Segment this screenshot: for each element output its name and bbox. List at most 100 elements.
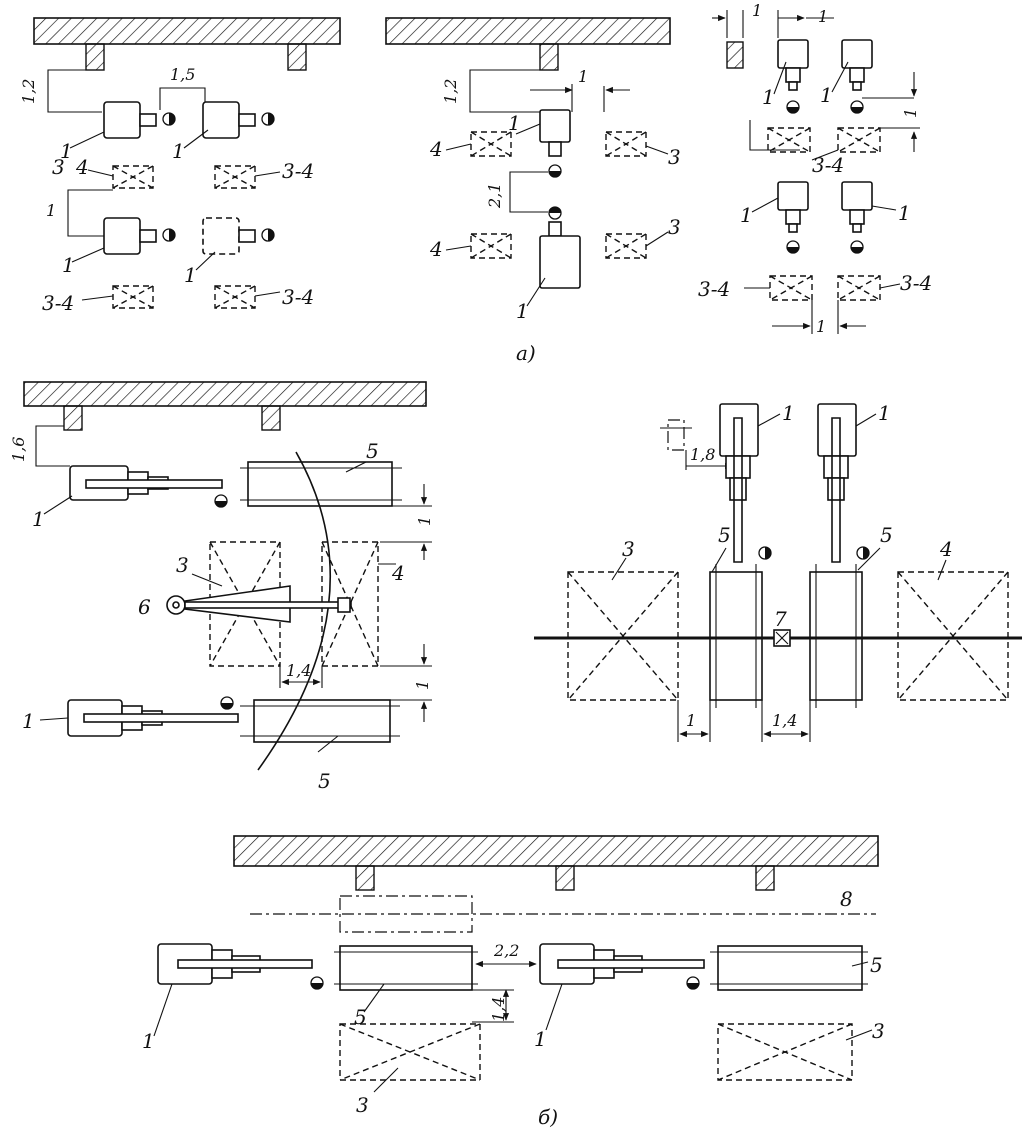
fire-table-label: 3-4 [282,159,314,183]
dim-2-1: 2,1 [485,183,504,209]
machine-label: 1 [740,203,753,227]
part-marker-icon [786,240,800,254]
part-marker-icon [548,206,562,220]
pallet-label: 5 [718,523,731,547]
column [63,405,83,431]
table-label: 4 [429,237,443,261]
part-marker-icon [261,112,275,126]
hatch-label: 3 [668,145,681,169]
column [667,419,685,451]
fire-table [112,285,154,309]
machine [539,235,581,289]
machine-label: 1 [184,263,197,287]
part-marker-icon [261,228,275,242]
fire-hatch [605,131,647,157]
machine-spindle [852,81,862,91]
hatch-label: 3 [52,155,65,179]
machine-label: 1 [534,1027,547,1051]
table-label: 4 [429,137,443,161]
dim-1: 1 [686,711,696,730]
machine [841,181,873,211]
fire-table-label: 3-4 [42,291,74,315]
machine-ram [557,959,705,969]
column [355,865,375,891]
machine-spindle [139,229,157,243]
machine-spindle [729,477,747,501]
fire-hatch [339,1023,481,1081]
column [555,865,575,891]
machine [202,101,240,139]
machine-spindle [238,229,256,243]
fire-table [112,165,154,189]
part-marker-icon [850,240,864,254]
machine [777,39,809,69]
machine-ram [733,417,743,563]
machine-spindle [823,455,849,479]
machine-label: 1 [782,401,795,425]
machine-ram [85,479,223,489]
machine-label: 1 [898,201,911,225]
machine-label: 1 [516,299,529,323]
part-marker-icon [758,546,772,560]
crane-label: 6 [138,595,151,619]
dim-1: 1 [816,317,826,336]
machine-spindle [788,81,798,91]
part-marker-icon [850,100,864,114]
fire-hatch [567,571,679,701]
machine-ram [83,713,239,723]
dim-1: 1 [413,680,432,690]
part-marker-icon [162,228,176,242]
column [287,43,307,71]
part-marker-icon [162,112,176,126]
dim-1-2: 1,2 [441,79,460,104]
part-marker-icon [786,100,800,114]
machine-spindle [548,141,562,157]
crane-layout: 1,6 1 5 1 3 4 6 [9,381,434,793]
pallet [809,571,863,701]
dim-1-2: 1,2 [19,79,38,104]
part-marker-icon [686,976,700,990]
pallet-label: 5 [318,769,331,793]
table-label: 4 [939,537,953,561]
pallet [253,699,391,743]
pallet [709,571,763,701]
crane-pivot [172,601,180,609]
table-label: 4 [391,561,405,585]
machine-label: 1 [508,111,521,135]
column [539,43,559,71]
fire-table-label: 3-4 [698,277,730,301]
fig-b-layout: 8 1 5 2,2 1 5 1,4 3 [142,835,885,1129]
hatch-label: 3 [668,215,681,239]
hatch-label: 3 [356,1093,369,1117]
figure-label-b: б) [538,1105,558,1129]
fig-a-left-layout: 1,2 1,5 1 1 3 4 3-4 1 1 [19,17,341,315]
wall [23,381,427,407]
machine-ram [177,959,313,969]
wall [33,17,341,45]
machine-label: 1 [172,139,185,163]
table-label: 4 [75,155,89,179]
machine-label: 1 [878,401,891,425]
fire-table [214,165,256,189]
pallet-label: 5 [354,1005,367,1029]
machine [103,101,141,139]
conveyor-label: 8 [840,887,853,911]
dim-1: 1 [752,1,762,20]
part-marker-icon [220,696,234,710]
machine [103,217,141,255]
dim-2-2: 2,2 [493,941,519,960]
pallet-on-conveyor [339,895,473,933]
machine-spindle [827,477,845,501]
pallet [339,945,473,991]
machine [539,109,571,143]
fig-a-middle-layout: 1,2 1 1 4 3 2,1 1 4 3 а) [385,17,681,365]
pivot-layout: 1,8 1 1 3 4 5 5 [534,401,1022,742]
column [261,405,281,431]
machine-spindle [852,223,862,233]
machine [202,217,240,255]
column [755,865,775,891]
crane-hook [337,597,351,613]
fig-a-right-layout: 1 1 1 1 1 3-4 1 [698,1,932,336]
dim-1-4: 1,4 [286,661,311,680]
